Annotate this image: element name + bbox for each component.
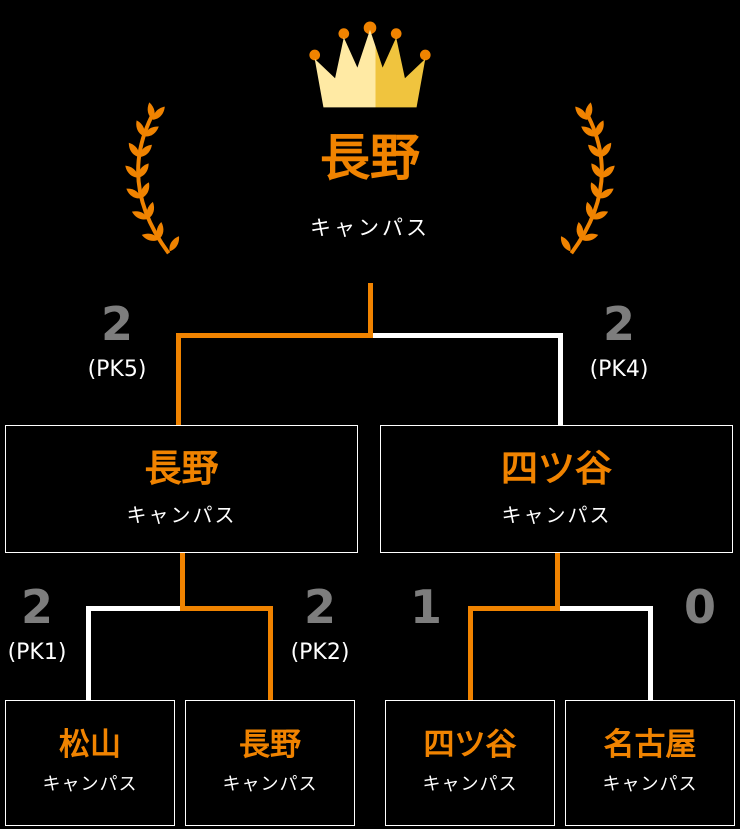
semi-right-line-winner-drop	[468, 606, 473, 700]
champion-block: 長野 キャンパス	[245, 131, 495, 242]
team-suffix: キャンパス	[42, 774, 138, 795]
team-suffix: キャンパス	[126, 503, 237, 527]
team-suffix: キャンパス	[501, 503, 612, 527]
final-right-score: 2 (PK4)	[564, 297, 674, 383]
final-line-left-horizontal	[176, 333, 373, 338]
laurel-wreath-right-icon	[547, 104, 633, 266]
score-value: 2	[602, 297, 635, 351]
champion-stem-line	[368, 283, 373, 338]
score-pk: (PK1)	[7, 640, 67, 666]
semi-left-line-loser-drop	[86, 606, 91, 700]
semi-left-stem-line	[180, 553, 185, 611]
team-suffix: キャンパス	[422, 774, 518, 795]
final-left-score: 2 (PK5)	[62, 297, 172, 383]
team-box-round1-4: 名古屋 キャンパス	[565, 700, 735, 826]
round1-score-2: 2 (PK2)	[283, 580, 357, 666]
score-pk: (PK4)	[589, 357, 649, 383]
team-name: 四ツ谷	[501, 447, 612, 490]
score-value: 2	[20, 580, 53, 634]
team-box-round1-2: 長野 キャンパス	[185, 700, 355, 826]
score-value: 2	[303, 580, 336, 634]
team-suffix: キャンパス	[602, 774, 698, 795]
round1-score-4: 0	[663, 583, 737, 640]
score-value: 0	[683, 580, 716, 634]
champion-suffix: キャンパス	[310, 216, 430, 240]
laurel-wreath-left-icon	[107, 104, 193, 266]
semi-right-line-loser-horizontal	[560, 606, 653, 611]
team-box-final-right: 四ツ谷 キャンパス	[380, 425, 733, 553]
team-name: 長野	[144, 447, 219, 490]
round1-score-3: 1	[389, 583, 463, 640]
team-box-final-left: 長野 キャンパス	[5, 425, 358, 553]
semi-left-line-loser-horizontal	[86, 606, 182, 611]
team-box-round1-3: 四ツ谷 キャンパス	[385, 700, 555, 826]
semi-right-line-loser-drop	[648, 606, 653, 700]
team-name: 松山	[59, 727, 121, 763]
team-name: 名古屋	[603, 727, 697, 763]
team-box-round1-1: 松山 キャンパス	[5, 700, 175, 826]
final-line-right-drop	[558, 333, 563, 425]
score-value: 2	[100, 297, 133, 351]
semi-right-stem-line	[555, 553, 560, 611]
team-name: 四ツ谷	[423, 727, 517, 763]
score-value: 1	[409, 580, 442, 634]
round1-score-1: 2 (PK1)	[0, 580, 74, 666]
final-line-left-drop	[176, 333, 181, 425]
score-pk: (PK2)	[290, 640, 350, 666]
final-line-right-horizontal	[373, 333, 563, 338]
semi-left-line-winner-horizontal	[180, 606, 273, 611]
team-name: 長野	[239, 727, 301, 763]
champion-name: 長野	[320, 129, 420, 187]
crown-icon	[309, 21, 431, 108]
team-suffix: キャンパス	[222, 774, 318, 795]
score-pk: (PK5)	[87, 357, 147, 383]
semi-right-line-winner-horizontal	[468, 606, 560, 611]
semi-left-line-winner-drop	[268, 606, 273, 700]
